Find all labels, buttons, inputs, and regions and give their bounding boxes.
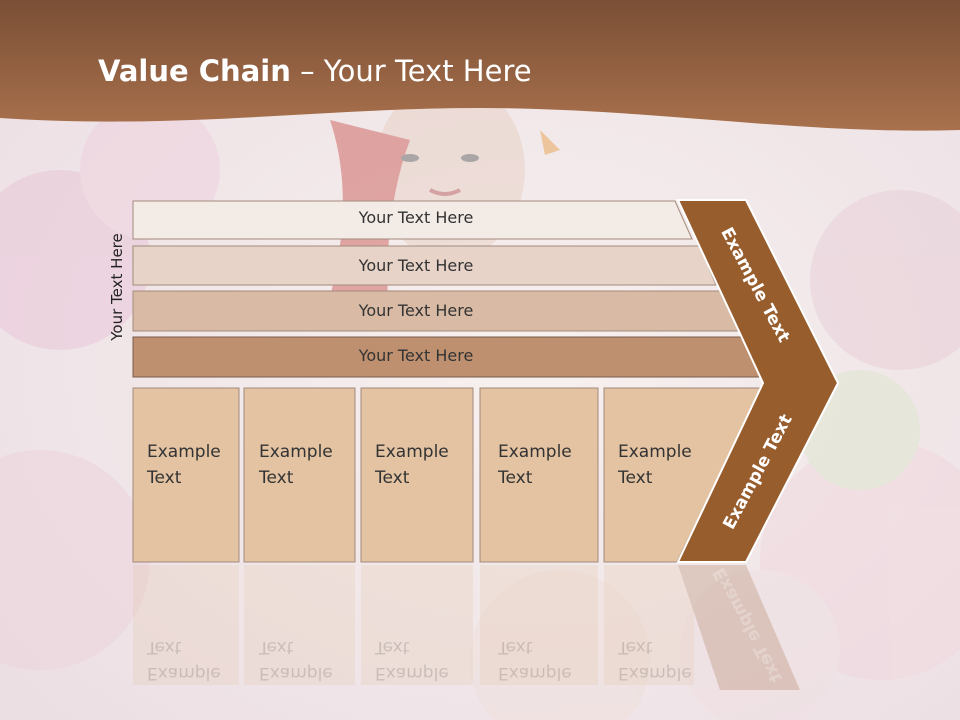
box-4-reflection: Example Text (498, 637, 572, 683)
row-3-label: Your Text Here (358, 301, 474, 320)
box-1-label: Example Text (147, 442, 221, 488)
row-4-label: Your Text Here (358, 346, 474, 365)
box-3-reflection: Example Text (375, 637, 449, 683)
box-5-reflection: Example Text (618, 637, 692, 683)
box-2-label: Example Text (259, 442, 333, 488)
row-1-label: Your Text Here (358, 208, 474, 227)
activity-box-2 (243, 387, 356, 563)
box-4-label: Example Text (498, 442, 572, 488)
box-3-label: Example Text (375, 442, 449, 488)
reflection (133, 565, 800, 690)
activity-box-3 (360, 387, 474, 563)
slide-title: Value Chain – Your Text Here (98, 54, 532, 88)
box-1-reflection: Example Text (147, 637, 221, 683)
chevron-arrow (676, 199, 840, 563)
row-band-1 (132, 200, 693, 240)
title-bold: Value Chain (98, 54, 291, 88)
activity-box-1 (132, 387, 240, 563)
title-rest: – Your Text Here (290, 54, 532, 88)
box-5-label: Example Text (618, 442, 692, 488)
box-2-reflection: Example Text (259, 637, 333, 683)
activity-box-4 (479, 387, 599, 563)
row-2-label: Your Text Here (358, 256, 474, 275)
row-band-2 (132, 245, 717, 286)
